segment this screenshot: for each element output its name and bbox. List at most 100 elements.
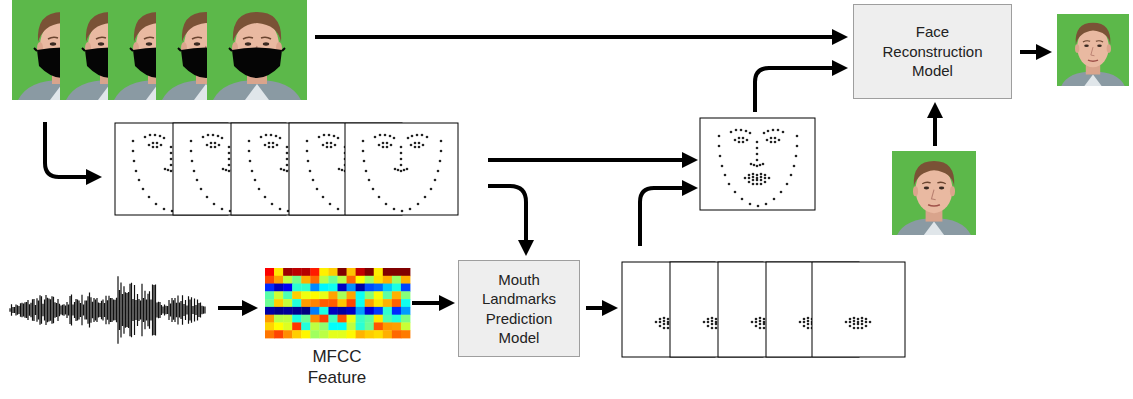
node-text: Face Reconstruction Model xyxy=(874,22,991,81)
heatmap-cell xyxy=(283,299,292,307)
heatmap-cell xyxy=(392,315,401,323)
heatmap-cell xyxy=(374,276,383,284)
heatmap-cell xyxy=(338,284,347,292)
heatmap-cell xyxy=(274,276,283,284)
heatmap-cell xyxy=(292,291,301,299)
heatmap-cell xyxy=(301,315,310,323)
output-face xyxy=(1057,14,1129,86)
heatmap-cell xyxy=(292,307,301,315)
heatmap-cell xyxy=(328,315,337,323)
heatmap-cell xyxy=(283,284,292,292)
heatmap-cell xyxy=(383,322,392,330)
waveform-trace xyxy=(10,276,205,344)
heatmap-cell xyxy=(301,291,310,299)
heatmap-cell xyxy=(301,299,310,307)
heatmap-cell xyxy=(319,291,328,299)
heatmap-cell xyxy=(265,330,274,338)
heatmap-cell xyxy=(274,322,283,330)
heatmap-cell xyxy=(283,307,292,315)
heatmap-cell xyxy=(265,276,274,284)
heatmap-cell xyxy=(319,284,328,292)
heatmap-cell xyxy=(365,276,374,284)
process-box: Mouth Landmarks Prediction Model xyxy=(458,260,580,357)
heatmap-cell xyxy=(383,268,392,276)
heatmap-cell xyxy=(383,330,392,338)
heatmap-cell xyxy=(274,330,283,338)
heatmap-cell xyxy=(283,322,292,330)
heatmap-cell xyxy=(347,276,356,284)
heatmap-cell xyxy=(338,299,347,307)
heatmap-cell xyxy=(356,284,365,292)
mfcc-heatmap xyxy=(265,268,410,338)
heatmap-cell xyxy=(338,307,347,315)
heatmap-cell xyxy=(374,315,383,323)
heatmap-cell xyxy=(338,276,347,284)
heatmap-cell xyxy=(328,299,337,307)
heatmap-cell xyxy=(356,276,365,284)
heatmap-cell xyxy=(274,291,283,299)
heatmap-cell xyxy=(292,284,301,292)
heatmap-cell xyxy=(319,276,328,284)
heatmap-cell xyxy=(292,315,301,323)
heatmap-cell xyxy=(310,299,319,307)
heatmap-cell xyxy=(401,330,410,338)
heatmap-cell xyxy=(292,276,301,284)
heatmap-cell xyxy=(392,284,401,292)
mouth-frames xyxy=(622,262,905,357)
heatmap-cell xyxy=(265,291,274,299)
connector-arrow xyxy=(412,301,442,305)
heatmap-cell xyxy=(292,330,301,338)
heatmap-cell xyxy=(319,330,328,338)
heatmap-cell xyxy=(401,322,410,330)
heatmap-cell xyxy=(347,284,356,292)
node-text: Mouth Landmarks Prediction Model xyxy=(465,270,573,348)
heatmap-cell xyxy=(383,307,392,315)
heatmap-cell xyxy=(356,307,365,315)
heatmap-cell xyxy=(401,307,410,315)
heatmap-cell xyxy=(347,330,356,338)
heatmap-cell xyxy=(401,268,410,276)
landmark-frames xyxy=(115,123,458,215)
heatmap-cell xyxy=(310,291,319,299)
heatmap-cell xyxy=(365,322,374,330)
heatmap-cell xyxy=(374,330,383,338)
heatmap-cell xyxy=(310,268,319,276)
heatmap-cell xyxy=(356,315,365,323)
heatmap-cell xyxy=(383,315,392,323)
heatmap-cell xyxy=(283,268,292,276)
heatmap-cell xyxy=(310,315,319,323)
heatmap-cell xyxy=(265,299,274,307)
heatmap-cell xyxy=(392,330,401,338)
heatmap-cell xyxy=(347,307,356,315)
heatmap-cell xyxy=(374,322,383,330)
heatmap-cell xyxy=(310,284,319,292)
heatmap-cell xyxy=(383,284,392,292)
heatmap-cell xyxy=(356,330,365,338)
heatmap-cell xyxy=(328,268,337,276)
heatmap-cell xyxy=(347,315,356,323)
heatmap-cell xyxy=(392,307,401,315)
heatmap-cell xyxy=(374,307,383,315)
heatmap-cell xyxy=(383,276,392,284)
heatmap-cell xyxy=(338,322,347,330)
heatmap-cell xyxy=(292,268,301,276)
heatmap-cell xyxy=(392,291,401,299)
heatmap-cell xyxy=(283,291,292,299)
heatmap-cell xyxy=(374,291,383,299)
heatmap-cell xyxy=(274,299,283,307)
heatmap-cell xyxy=(374,284,383,292)
heatmap-cell xyxy=(319,307,328,315)
waveform xyxy=(10,276,205,344)
heatmap-cell xyxy=(301,322,310,330)
heatmap-cell xyxy=(319,322,328,330)
heatmap-cell xyxy=(365,315,374,323)
node-text: MFCC Feature xyxy=(302,346,372,389)
heatmap-cell xyxy=(365,284,374,292)
heatmap-cell xyxy=(328,291,337,299)
heatmap-cell xyxy=(310,307,319,315)
heatmap-cell xyxy=(338,330,347,338)
heatmap-cell xyxy=(265,284,274,292)
heatmap-cell xyxy=(374,299,383,307)
heatmap-cell xyxy=(274,284,283,292)
heatmap-cell xyxy=(319,315,328,323)
